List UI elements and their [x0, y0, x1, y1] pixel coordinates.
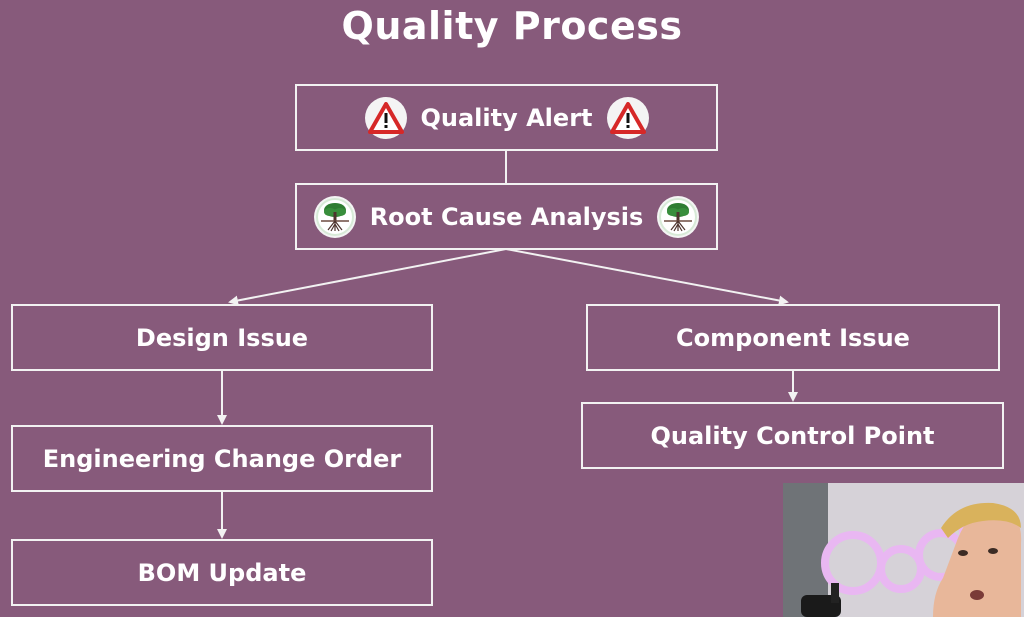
- warning-triangle-icon: [606, 96, 649, 139]
- arrow-rca-to-component: [505, 248, 789, 306]
- node-component-issue-label: Component Issue: [676, 323, 910, 352]
- node-quality-control-point-label: Quality Control Point: [650, 421, 935, 450]
- node-quality-alert: Quality Alert: [295, 84, 718, 151]
- node-root-cause-analysis-label: Root Cause Analysis: [369, 202, 644, 231]
- arrow-rca-to-design: [228, 248, 507, 306]
- node-design-issue-label: Design Issue: [135, 323, 309, 352]
- tree-roots-icon: [313, 195, 356, 238]
- node-engineering-change-order-label: Engineering Change Order: [42, 444, 402, 473]
- node-component-issue: Component Issue: [586, 304, 1000, 371]
- presenter-webcam-video: [783, 483, 1024, 617]
- warning-triangle-icon: [364, 96, 407, 139]
- tree-roots-icon: [657, 195, 700, 238]
- diagram-title: Quality Process: [341, 4, 683, 48]
- node-design-issue: Design Issue: [11, 304, 433, 371]
- node-quality-alert-label: Quality Alert: [420, 103, 593, 132]
- node-bom-update-label: BOM Update: [137, 558, 307, 587]
- node-engineering-change-order: Engineering Change Order: [11, 425, 433, 492]
- node-quality-control-point: Quality Control Point: [581, 402, 1004, 469]
- node-bom-update: BOM Update: [11, 539, 433, 606]
- node-root-cause-analysis: Root Cause Analysis: [295, 183, 718, 250]
